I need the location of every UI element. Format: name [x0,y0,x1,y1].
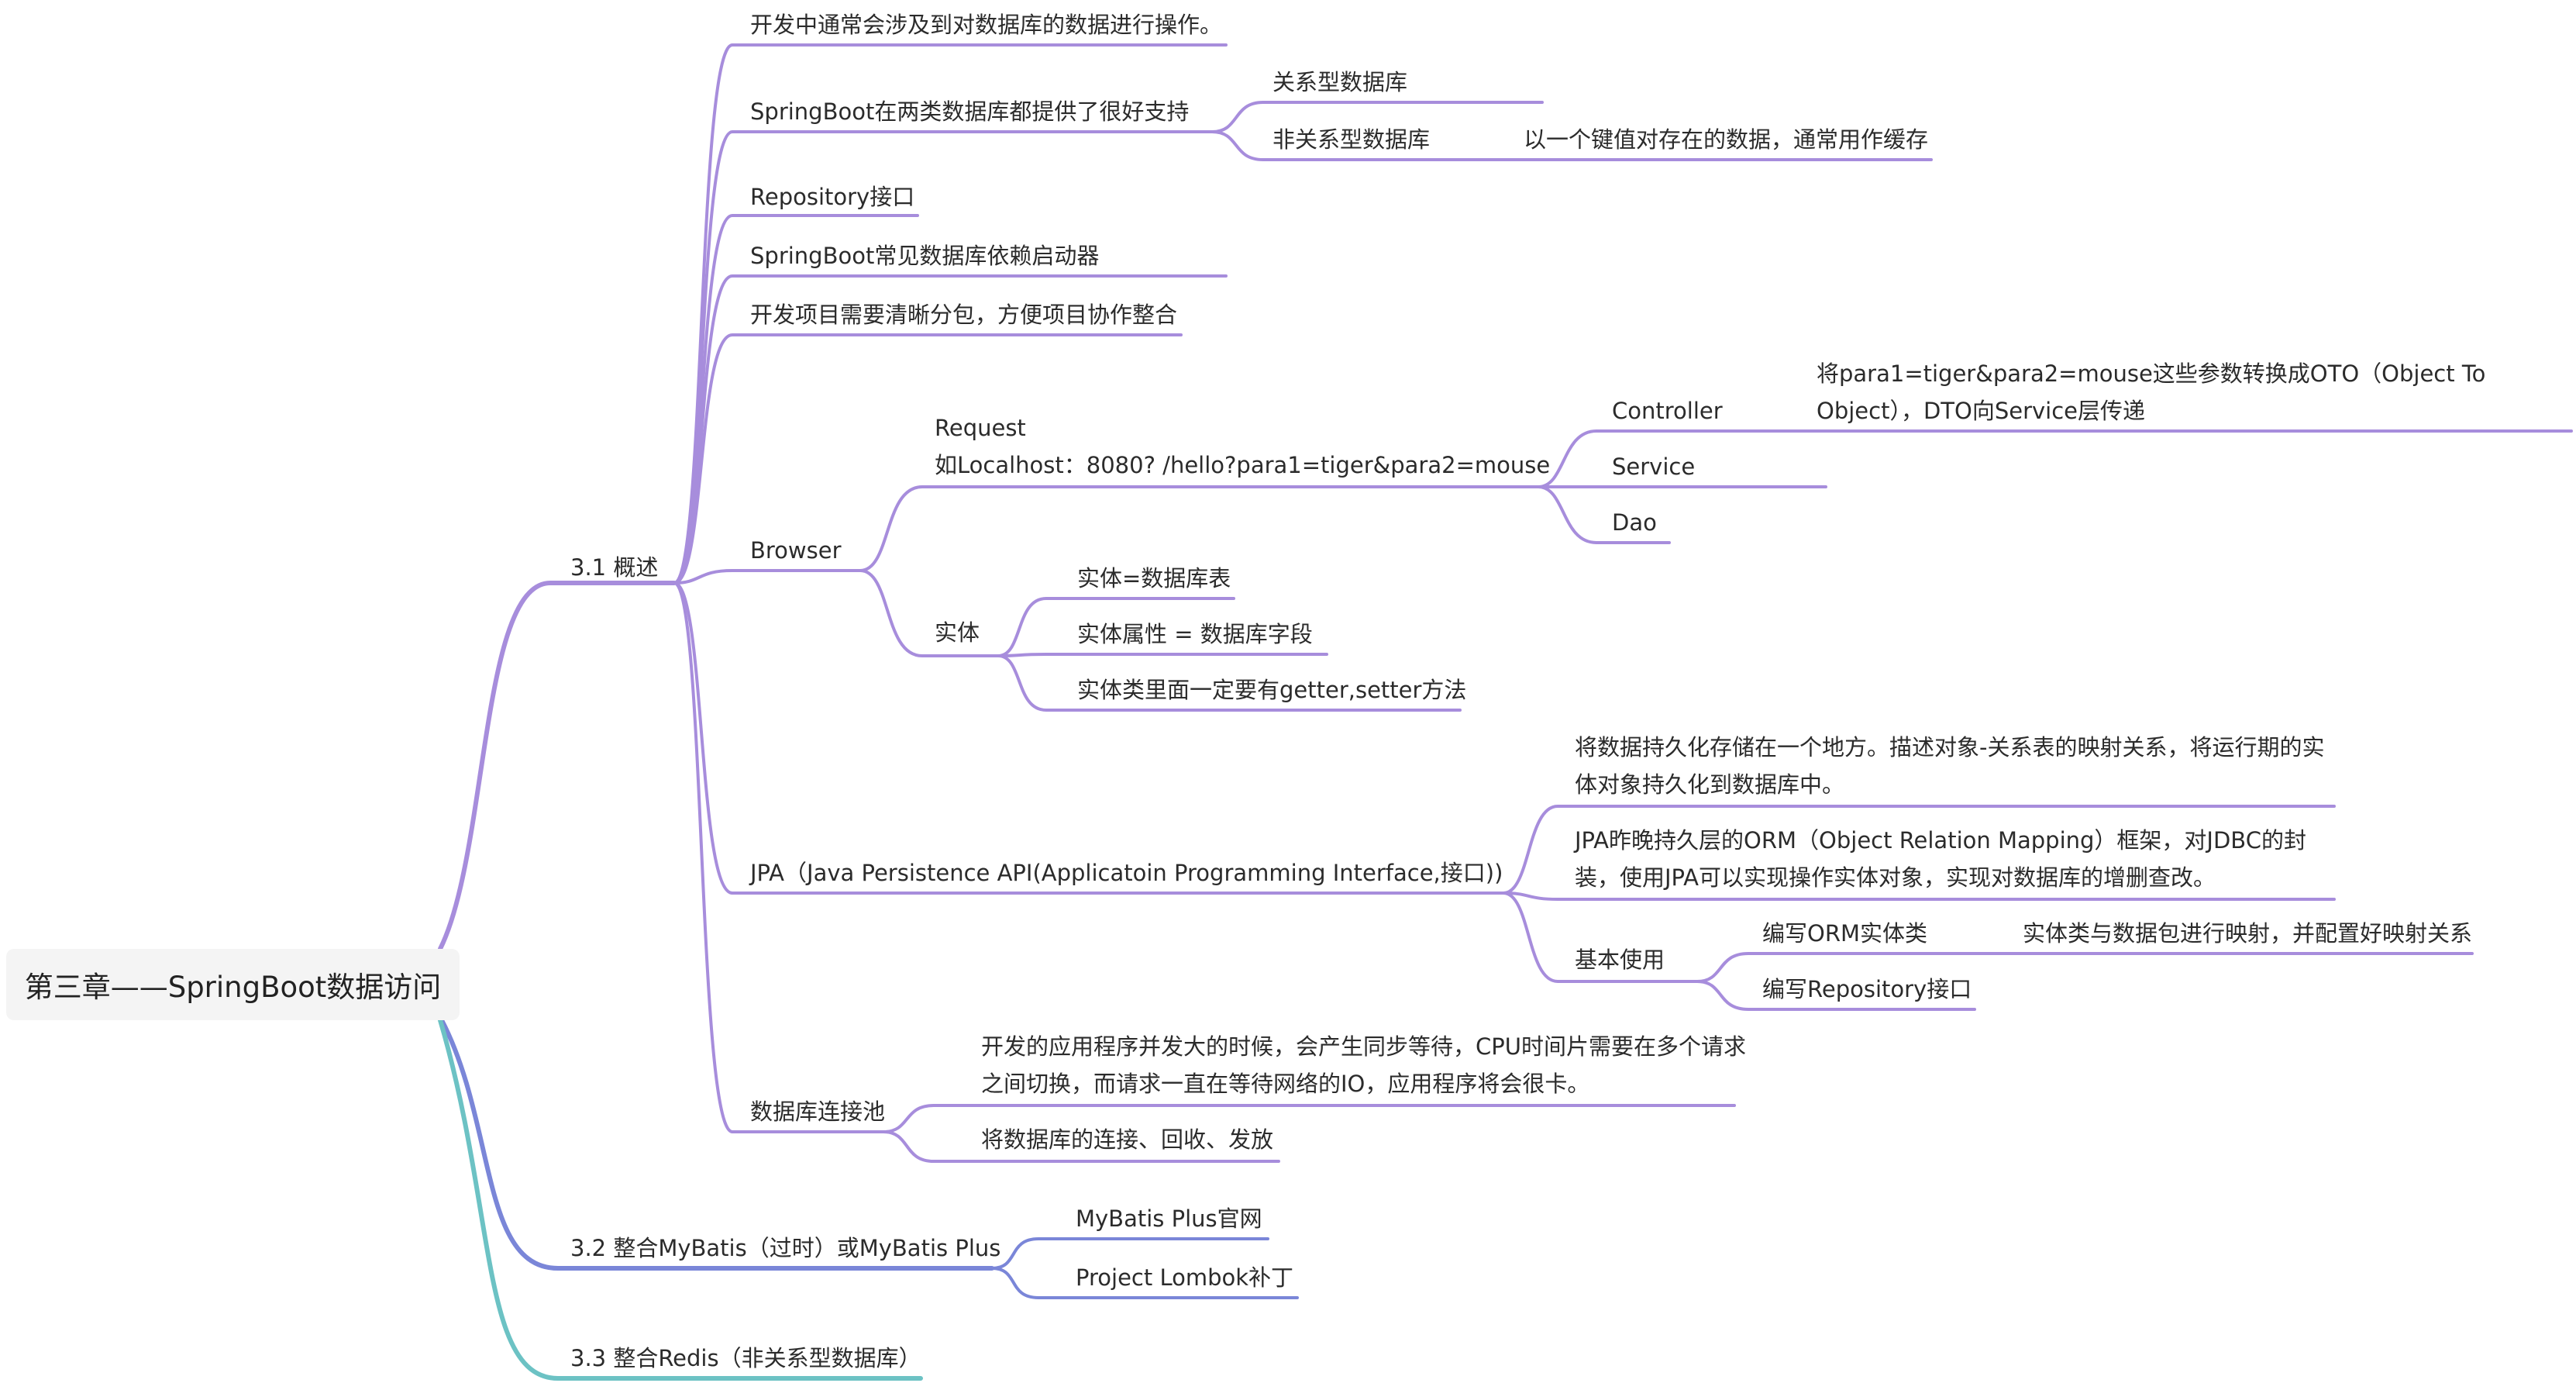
topic-entity[interactable]: 实体 [935,619,980,646]
topic-connection-pool[interactable]: 数据库连接池 [750,1098,886,1125]
topic-write-orm-entity[interactable]: 编写ORM实体类 [1762,920,1927,947]
topic-ch32[interactable]: 3.2 整合MyBatis（过时）或MyBatis Plus [570,1235,1001,1261]
root-topic[interactable]: 第三章——SpringBoot数据访问 [6,949,460,1020]
topic-basic-usage[interactable]: 基本使用 [1575,947,1665,973]
topic-starter-dependencies[interactable]: SpringBoot常见数据库依赖启动器 [750,243,1100,269]
topic-controller[interactable]: Controller [1612,398,1723,424]
topic-jpa[interactable]: JPA（Java Persistence API(Applicatoin Pro… [750,860,1503,886]
topic-springboot-support[interactable]: SpringBoot在两类数据库都提供了很好支持 [750,98,1190,125]
topic-clear-packaging[interactable]: 开发项目需要清晰分包，方便项目协作整合 [750,302,1178,328]
topic-dao[interactable]: Dao [1612,509,1657,536]
topic-entity-table[interactable]: 实体=数据库表 [1077,565,1231,591]
topic-write-repository[interactable]: 编写Repository接口 [1762,976,1972,1002]
topic-pool-solution[interactable]: 将数据库的连接、回收、发放 [981,1126,1274,1153]
topic-controller-desc-line1[interactable]: 将para1=tiger&para2=mouse这些参数转换成OTO（Objec… [1817,360,2486,387]
topic-pool-problem-line2[interactable]: 之间切换，而请求一直在等待网络的IO，应用程序将会很卡。 [981,1071,1590,1097]
topic-entity-field[interactable]: 实体属性 = 数据库字段 [1077,621,1313,647]
topic-dev-db-operations[interactable]: 开发中通常会涉及到对数据库的数据进行操作。 [750,12,1223,38]
root-topic-label: 第三章——SpringBoot数据访问 [24,971,442,1004]
topic-project-lombok[interactable]: Project Lombok补丁 [1076,1264,1294,1291]
topic-repository-interface[interactable]: Repository接口 [750,184,915,210]
topic-jpa-orm-line2[interactable]: 装，使用JPA可以实现操作实体对象，实现对数据库的增删查改。 [1575,864,2216,891]
topic-jpa-persist-line1[interactable]: 将数据持久化存储在一个地方。描述对象-关系表的映射关系，将运行期的实 [1575,734,2325,760]
topic-ch33[interactable]: 3.3 整合Redis（非关系型数据库） [570,1345,921,1371]
topic-request-line2[interactable]: 如Localhost：8080? /hello?para1=tiger&para… [935,452,1551,478]
edge-root-ch31 [438,581,677,951]
topic-ch31[interactable]: 3.1 概述 [570,554,659,581]
topic-request-line1[interactable]: Request [935,415,1026,441]
edge-root-ch33 [438,1018,923,1381]
topic-mybatis-plus-site[interactable]: MyBatis Plus官网 [1076,1205,1262,1232]
topic-browser[interactable]: Browser [750,537,842,564]
topic-nonrelational-db[interactable]: 非关系型数据库 [1273,126,1431,153]
topic-entity-getter-setter[interactable]: 实体类里面一定要有getter,setter方法 [1077,677,1467,703]
topic-service[interactable]: Service [1612,454,1696,480]
topic-keyvalue-cache[interactable]: 以一个键值对存在的数据，通常用作缓存 [1524,126,1929,153]
topic-entity-mapping[interactable]: 实体类与数据包进行映射，并配置好映射关系 [2023,920,2473,947]
topic-jpa-orm-line1[interactable]: JPA昨晚持久层的ORM（Object Relation Mapping）框架，… [1575,827,2306,854]
edge-root-ch32 [439,1018,994,1271]
topic-pool-problem-line1[interactable]: 开发的应用程序并发大的时候，会产生同步等待，CPU时间片需要在多个请求 [981,1033,1746,1060]
topic-controller-desc-line2[interactable]: Object），DTO向Service层传递 [1817,398,2145,424]
topic-relational-db[interactable]: 关系型数据库 [1273,69,1408,95]
topic-jpa-persist-line2[interactable]: 体对象持久化到数据库中。 [1575,771,1845,798]
